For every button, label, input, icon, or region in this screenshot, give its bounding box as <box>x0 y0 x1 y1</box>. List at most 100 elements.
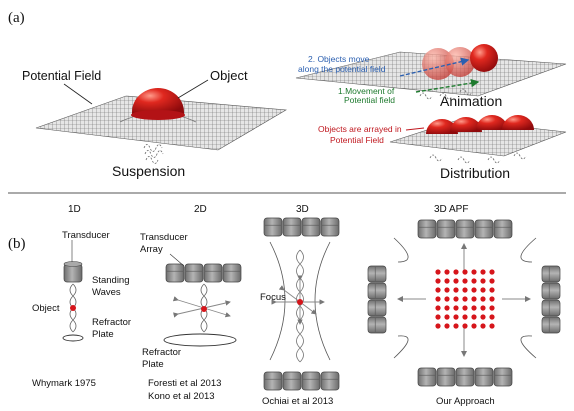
objects-move-line2: along the potential field <box>298 64 386 74</box>
refractor-label-1d-line2: Plate <box>92 329 114 340</box>
apf-object-dot <box>480 269 486 275</box>
apf-object-dot <box>489 296 495 302</box>
apf-object-dot <box>435 269 441 275</box>
transducer-icon <box>417 219 437 239</box>
apf-object-dot <box>435 305 441 311</box>
apf-object-dot <box>489 278 495 284</box>
apf-object-dot <box>444 323 450 329</box>
col-2d-title: 2D <box>194 204 207 215</box>
apf-object-dot <box>489 314 495 320</box>
transducer-icon <box>417 367 437 387</box>
object-label: Object <box>210 68 248 83</box>
transducer-icon <box>301 371 321 391</box>
citation-2d-line2: Kono et al 2013 <box>148 391 215 402</box>
transducer-icon <box>455 219 475 239</box>
field-move-arrow <box>415 78 480 93</box>
transducer-icon <box>541 316 561 334</box>
distribution-leader <box>405 127 425 131</box>
transducer-icon <box>282 371 302 391</box>
transducer-icon <box>436 367 456 387</box>
animation-label: Animation <box>440 93 502 109</box>
transducer-array-2d <box>165 263 242 283</box>
object-base <box>131 110 185 120</box>
apf-object-dot <box>471 323 477 329</box>
transducer-array-apf-right <box>541 265 561 334</box>
transducer-icon <box>203 263 223 283</box>
array-label-line1: Transducer <box>140 232 188 243</box>
transducer-icon <box>367 299 387 317</box>
distribution-desc-line2: Potential Field <box>330 135 384 145</box>
animation-sphere-1 <box>422 48 454 80</box>
refractor-label-2d-line2: Plate <box>142 359 164 370</box>
transducer-icon <box>367 265 387 283</box>
apf-object-dot <box>435 296 441 302</box>
apf-object-dot <box>462 314 468 320</box>
citation-apf: Our Approach <box>436 396 495 407</box>
animation-sphere-3 <box>470 44 498 72</box>
potential-field-label: Potential Field <box>22 69 101 83</box>
array-leader <box>169 253 185 267</box>
citation-3d: Ochiai et al 2013 <box>262 396 333 407</box>
object-sphere <box>132 88 184 114</box>
apf-object-dot <box>435 287 441 293</box>
col-apf-title: 3D APF <box>434 204 468 215</box>
transducer-icon <box>541 299 561 317</box>
transducer-1d <box>63 261 83 283</box>
transducer-icon <box>493 367 513 387</box>
transducer-icon <box>541 282 561 300</box>
apf-object-dot <box>471 296 477 302</box>
apf-object-dot <box>489 287 495 293</box>
apf-object-dot <box>462 278 468 284</box>
transducer-icon <box>493 219 513 239</box>
apf-object-dot <box>435 314 441 320</box>
apf-object-dot <box>444 305 450 311</box>
apf-object-dot <box>489 305 495 311</box>
transducer-array-apf-left <box>367 265 387 334</box>
transducer-icon <box>320 371 340 391</box>
transducer-icon <box>455 367 475 387</box>
apf-object-dot <box>444 287 450 293</box>
apf-object-dot <box>462 269 468 275</box>
suspension-label: Suspension <box>112 163 185 179</box>
apf-object-dot <box>444 314 450 320</box>
apf-object-dot <box>453 323 459 329</box>
apf-object-dot <box>453 287 459 293</box>
apf-object-dot <box>480 323 486 329</box>
transducer-icon <box>165 263 185 283</box>
apf-object-dot <box>480 305 486 311</box>
citation-1d: Whymark 1975 <box>32 378 96 389</box>
apf-object-dot <box>444 296 450 302</box>
transducer-icon <box>541 265 561 283</box>
field-move-line2: Potential field <box>344 95 395 105</box>
transducer-icon <box>263 371 283 391</box>
transducer-array-3d-top <box>263 217 340 237</box>
object-leader <box>177 79 209 99</box>
object-3d <box>297 299 303 305</box>
apf-object-dot <box>435 323 441 329</box>
apf-object-dot <box>462 287 468 293</box>
transducer-icon <box>367 282 387 300</box>
potential-field-plane <box>35 95 287 164</box>
transducer-array-apf-top <box>417 219 513 239</box>
refractor-plate-2d <box>163 333 237 347</box>
field-move-line1: 1.Movement of <box>338 86 395 96</box>
apf-object-dot <box>453 314 459 320</box>
transducer-icon <box>474 367 494 387</box>
apf-object-dot <box>444 269 450 275</box>
standing-waves-label-line2: Waves <box>92 287 121 298</box>
transducer-icon <box>436 219 456 239</box>
apf-object-dot <box>480 314 486 320</box>
object-1d <box>70 305 76 311</box>
panel-a-label: (a) <box>8 10 25 26</box>
apf-object-dot <box>462 323 468 329</box>
transducer-icon <box>474 219 494 239</box>
transducer-array-apf-bottom <box>417 367 513 387</box>
apf-object-dot <box>444 278 450 284</box>
col-3d-title: 3D <box>296 204 309 215</box>
refractor-label-2d-line1: Refractor <box>142 347 181 358</box>
apf-object-dot <box>471 278 477 284</box>
apf-object-dot <box>471 269 477 275</box>
transducer-label-1d: Transducer <box>62 230 110 241</box>
